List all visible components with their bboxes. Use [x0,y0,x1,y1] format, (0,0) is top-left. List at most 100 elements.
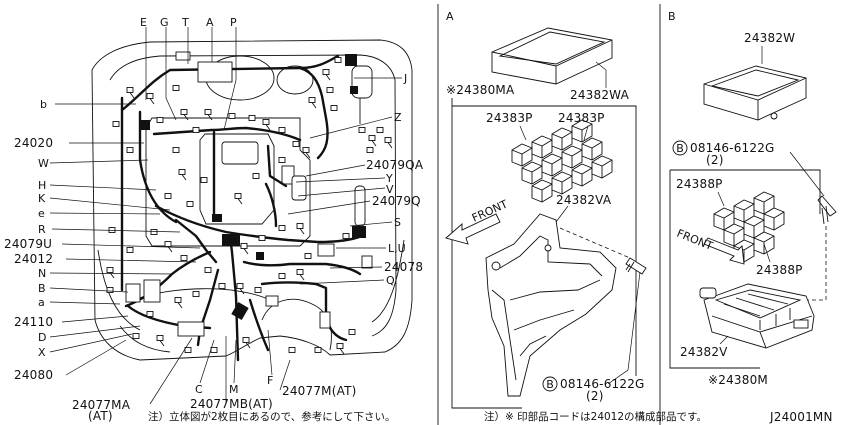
harness-connector [278,225,286,231]
part-24080: 24080 [14,368,53,382]
bolt-a [607,257,647,385]
harness-connector [314,347,322,353]
harness-connector [376,127,384,133]
callout-LU: L,U [388,242,406,255]
harness-connector [204,267,212,273]
harness-connector [236,283,244,289]
harness-connector [156,335,164,341]
part-24383P-2: 24383P [558,111,605,125]
harness-connector [180,109,188,115]
harness-connector [108,227,116,233]
harness-connector [336,343,344,349]
harness-connector [252,173,260,179]
svg-text:B: B [676,142,684,155]
harness-connector [146,311,154,317]
harness-connector [126,147,134,153]
part-24078: 24078 [384,260,423,274]
callout-B: B [38,282,46,295]
callout-G: G [160,16,169,29]
harness-connector [278,127,286,133]
harness-connector [192,291,200,297]
callout-Y: Y [385,172,393,185]
harness-connector [326,87,334,93]
front-arrow-a [445,213,501,245]
callout-E: E [140,16,147,29]
harness-connector [288,347,296,353]
part-24388P-1: 24388P [676,177,723,191]
harness-connector [112,121,120,127]
front-label-b: FRONT [675,227,715,253]
harness-connector [150,229,158,235]
part-24079QA: 24079QA [366,158,424,172]
part-08146-6122G-b-qty: (2) [706,153,724,167]
harness-connector [278,273,286,279]
harness-connector [322,69,330,75]
callout-b: b [40,98,47,111]
harness-connector [164,193,172,199]
assembly-frame-a [452,105,637,376]
tray-24382V [699,283,815,349]
diagram-id: J24001MN [769,410,833,424]
callout-X: X [38,346,46,359]
harness-connector [240,243,248,249]
assembly-frame-b [670,169,821,214]
harness-connector [164,241,172,247]
part-08146-6122G-b: 08146-6122G [690,141,775,155]
part-24382VA: 24382VA [556,193,612,207]
harness-connector [384,137,392,143]
cover-24382W [703,65,807,121]
harness-connector [186,201,194,207]
callout-V: V [386,183,394,196]
harness-connector [304,253,312,259]
relay-block-24383P [511,119,613,203]
harness-connector [126,87,134,93]
callout-leaders [49,27,402,405]
callout-Z: Z [394,111,402,124]
callout-D: D [38,331,46,344]
harness-connector [234,193,242,199]
part-24077M-AT: 24077M(AT) [282,384,357,398]
harness-connector [368,135,376,141]
callout-H: H [38,179,46,192]
harness-connector [366,147,374,153]
part-24077MB-AT: 24077MB(AT) [190,397,273,411]
harness-connector [126,247,134,253]
part-24383P-1: 24383P [486,111,533,125]
harness-connector [296,269,304,275]
harness-connector [242,337,250,343]
harness-connector [210,347,218,353]
svg-text:B: B [546,378,554,391]
harness-connectors [106,57,393,355]
section-b-label: B [668,10,676,23]
harness-connector [308,97,316,103]
harness-connector [258,235,266,241]
part-24380M: ※24380M [708,373,768,387]
harness-connector [334,57,342,63]
harness-connector [174,297,182,303]
callout-P: P [230,16,237,29]
harness-connector [292,141,300,147]
harness-connector [180,255,188,261]
assembly-bracket-b [669,170,760,369]
callout-M: M [229,383,239,396]
harness-connector [262,119,270,125]
part-08146-6122G-a-qty: (2) [586,389,604,403]
harness-connector [132,333,140,339]
note-left: 注）立体図が2枚目にあるので、参考にして下さい。 [148,410,395,423]
part-08146-6122G-a: 08146-6122G [560,377,645,391]
part-24110: 24110 [14,315,53,329]
bolt-mark-a: B [542,376,558,392]
harness-connector [302,147,310,153]
section-a-label: A [446,10,454,23]
harness-connector [358,127,366,133]
callout-a: a [38,296,45,309]
harness-connector [178,169,186,175]
callout-W: W [38,157,49,170]
bracket-24382VA [485,205,631,397]
note-right: 注）※ 印部品コードは24012の構成部品です。 [484,410,707,423]
harness-connector [146,93,154,99]
callout-C: C [195,383,203,396]
harness-boxes [125,51,373,337]
part-24079U: 24079U [4,237,52,251]
